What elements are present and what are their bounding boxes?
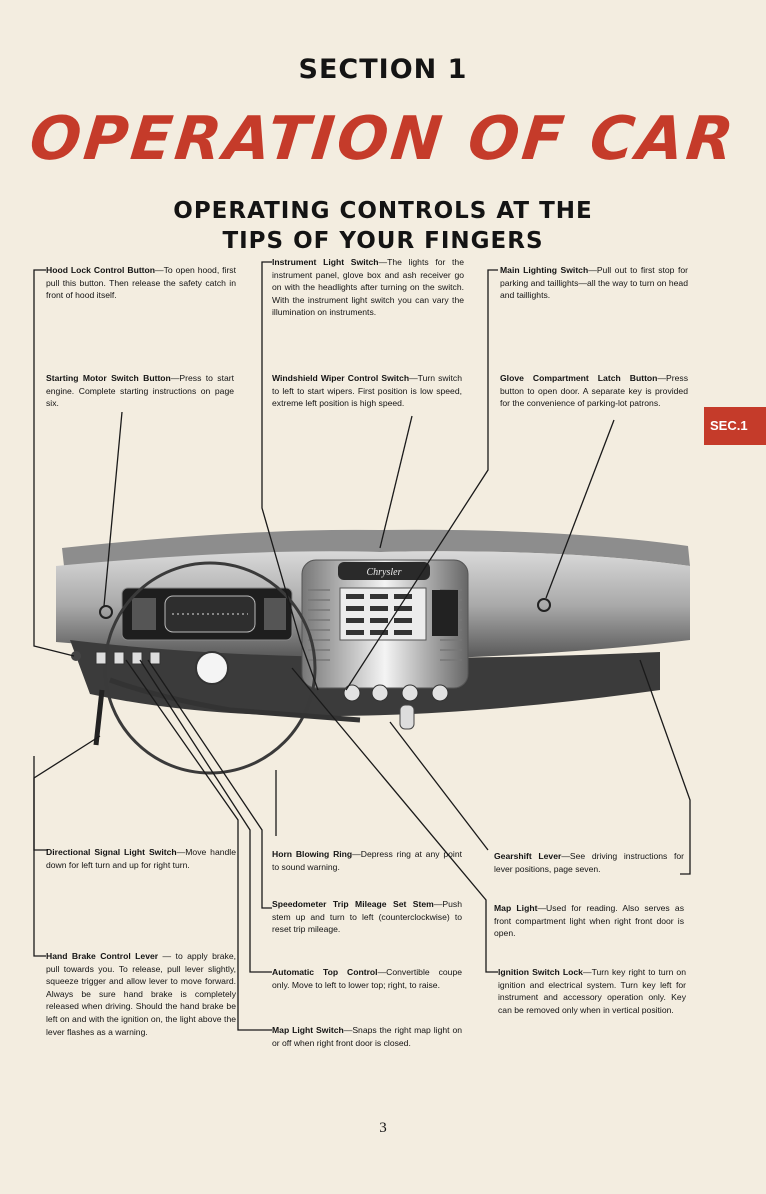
- map-light-switch-text: —Snaps the right map light on or off whe…: [272, 1025, 463, 1048]
- starting-motor-text: —Press to start engine. Complete startin…: [46, 373, 234, 409]
- main-lighting-text: —Pull out to first stop for parking and …: [500, 265, 689, 301]
- callout-map-light-switch: Map Light Switch—Snaps the right map lig…: [272, 1024, 462, 1049]
- hand-brake-title: Hand Brake Control Lever: [46, 951, 159, 961]
- callout-automatic-top: Automatic Top Control—Convertible coupe …: [272, 966, 462, 991]
- automatic-top-text: —Convertible coupe only. Move to left to…: [272, 967, 462, 990]
- glove-compartment-text: —Press button to open door. A separate k…: [500, 373, 688, 409]
- callout-starting-motor: Starting Motor Switch Button—Press to st…: [46, 372, 234, 410]
- windshield-wiper-text: —Turn switch to left to start wipers. Fi…: [272, 373, 462, 409]
- hood-lock-title: Hood Lock Control Button: [46, 265, 156, 275]
- hand-brake-lever[interactable]: [93, 689, 105, 746]
- nameplate: [338, 562, 430, 580]
- horn-ring-text: —Depress ring at any point to sound warn…: [272, 849, 462, 872]
- steering-hub: [195, 651, 229, 685]
- directional-signal-title: Directional Signal Light Switch: [46, 847, 177, 857]
- speedometer: [164, 595, 256, 633]
- control-knobs[interactable]: [343, 684, 449, 702]
- main-lighting-title: Main Lighting Switch: [500, 265, 589, 275]
- hood-lock-knob[interactable]: [71, 651, 81, 661]
- callout-hand-brake: Hand Brake Control Lever — to apply brak…: [46, 950, 236, 1038]
- callout-gearshift: Gearshift Lever—See driving instructions…: [494, 850, 684, 875]
- map-light-switch-title: Map Light Switch: [272, 1025, 344, 1035]
- steering-wheel[interactable]: [103, 561, 317, 775]
- callout-instrument-light: Instrument Light Switch—The lights for t…: [272, 256, 464, 319]
- hand-brake-text: — to apply brake, pull towards you. To r…: [46, 951, 236, 1037]
- automatic-top-title: Automatic Top Control: [272, 967, 378, 977]
- speedometer-trip-title: Speedometer Trip Mileage Set Stem: [272, 899, 434, 909]
- directional-signal-text: —Move handle down for left turn and up f…: [46, 847, 236, 870]
- page-number: 3: [379, 1120, 387, 1136]
- subtitle-line-1: OPERATING CONTROLS AT THE: [173, 198, 593, 224]
- hood-lock-text: —To open hood, first pull this button. T…: [46, 265, 236, 301]
- lower-switches[interactable]: [95, 651, 161, 665]
- callout-speedometer-trip: Speedometer Trip Mileage Set Stem—Push s…: [272, 898, 462, 936]
- glove-compartment-title: Glove Compartment Latch Button: [500, 373, 658, 383]
- gearshift-lever[interactable]: [109, 677, 361, 723]
- clock: [432, 590, 458, 636]
- starter-button[interactable]: [99, 605, 113, 619]
- callout-main-lighting: Main Lighting Switch—Pull out to first s…: [500, 264, 688, 302]
- callout-directional-signal: Directional Signal Light Switch—Move han…: [46, 846, 236, 871]
- instrument-light-text: —The lights for the instrument panel, gl…: [272, 257, 464, 318]
- instrument-light-title: Instrument Light Switch: [272, 257, 379, 267]
- leader-lines: [33, 261, 691, 1031]
- windshield-frame: [62, 529, 690, 566]
- starting-motor-title: Starting Motor Switch Button: [46, 373, 171, 383]
- ignition-key[interactable]: [399, 704, 415, 730]
- ignition-lock-title: Ignition Switch Lock: [498, 967, 583, 977]
- callout-ignition-lock: Ignition Switch Lock—Turn key right to t…: [498, 966, 686, 1016]
- glove-box-button[interactable]: [537, 598, 551, 612]
- gauge-right: [264, 598, 286, 630]
- nameplate-text: Chrysler: [367, 567, 402, 578]
- callout-map-light: Map Light—Used for reading. Also serves …: [494, 902, 684, 940]
- map-light-text: —Used for reading. Also serves as front …: [494, 903, 685, 939]
- horn-ring-title: Horn Blowing Ring: [272, 849, 353, 859]
- callout-glove-compartment: Glove Compartment Latch Button—Press but…: [500, 372, 688, 410]
- callout-horn-ring: Horn Blowing Ring—Depress ring at any po…: [272, 848, 462, 873]
- speedometer-trip-text: —Push stem up and turn to left (counterc…: [272, 899, 462, 935]
- gearshift-text: —See driving instructions for lever posi…: [494, 851, 684, 874]
- gauge-left: [132, 598, 156, 630]
- callout-hood-lock: Hood Lock Control Button—To open hood, f…: [46, 264, 236, 302]
- gearshift-title: Gearshift Lever: [494, 851, 562, 861]
- callout-windshield-wiper: Windshield Wiper Control Switch—Turn swi…: [272, 372, 462, 410]
- section-heading: SECTION 1: [298, 54, 468, 85]
- radio-grille-slots: [346, 594, 412, 635]
- ignition-lock-text: —Turn key right to turn on ignition and …: [498, 967, 686, 1015]
- windshield-wiper-title: Windshield Wiper Control Switch: [272, 373, 410, 383]
- map-light-title: Map Light: [494, 903, 538, 913]
- subtitle-line-2: TIPS OF YOUR FINGERS: [222, 228, 544, 254]
- section-tab[interactable]: SEC.1: [704, 407, 766, 445]
